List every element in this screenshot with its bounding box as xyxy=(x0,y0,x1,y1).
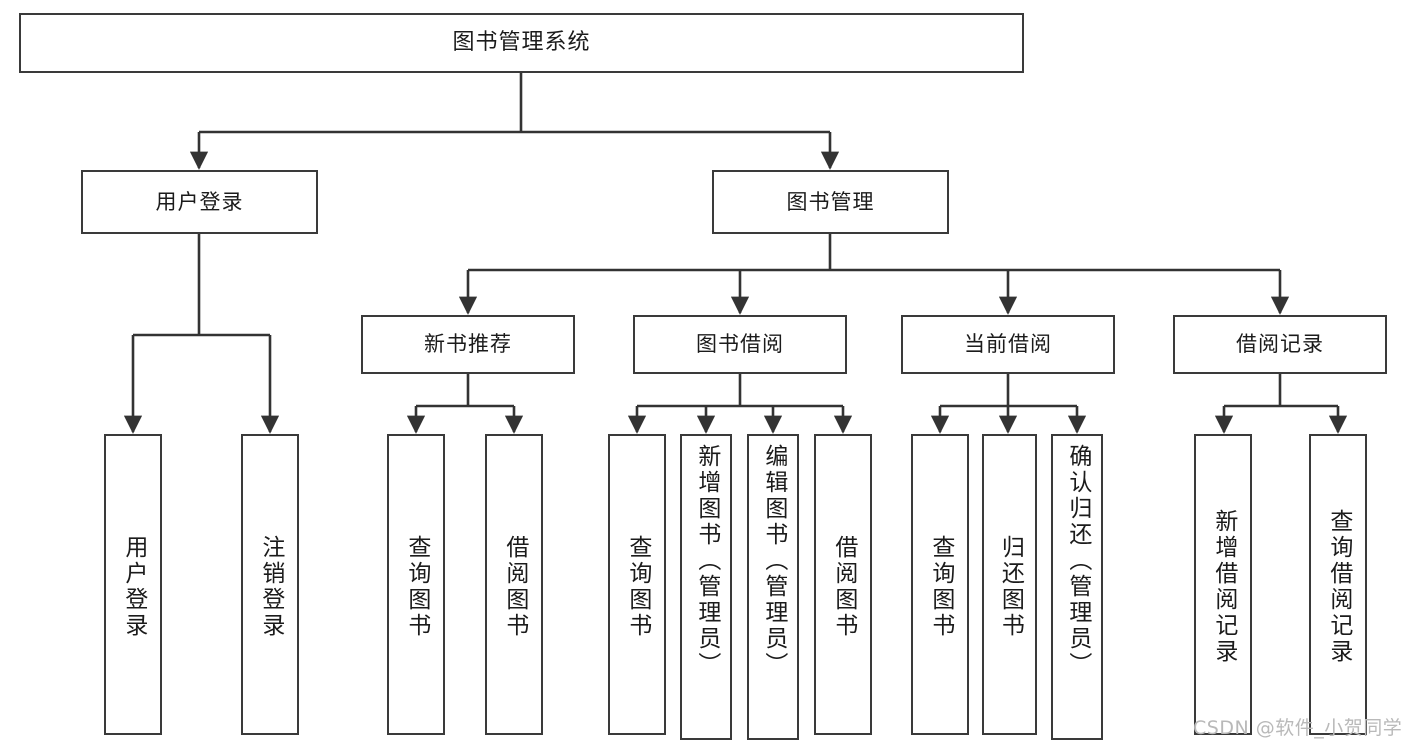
node-label: 图书管理系统 xyxy=(452,30,591,55)
watermark-text: CSDN @软件_小贺同学 xyxy=(1193,717,1403,739)
node-label: 新增借阅记录 xyxy=(1210,508,1237,665)
node-label: 用户登录 xyxy=(120,534,147,639)
node-book-management[interactable]: 图书管理 xyxy=(712,170,949,234)
node-label: 确认归还（管理员） xyxy=(1064,444,1091,678)
node-label: 查询图书 xyxy=(927,534,954,639)
leaf-query-borrow-record[interactable]: 查询借阅记录 xyxy=(1309,434,1367,735)
node-label: 借阅图书 xyxy=(501,534,528,639)
node-label: 新书推荐 xyxy=(424,332,512,356)
node-label: 编辑图书（管理员） xyxy=(760,444,787,678)
leaf-add-book-admin[interactable]: 新增图书（管理员） xyxy=(680,434,732,740)
node-borrow-record[interactable]: 借阅记录 xyxy=(1173,315,1387,374)
node-current-borrow[interactable]: 当前借阅 xyxy=(901,315,1115,374)
node-label: 图书管理 xyxy=(786,189,875,214)
leaf-borrow-book-recommend[interactable]: 借阅图书 xyxy=(485,434,543,735)
leaf-logout[interactable]: 注销登录 xyxy=(241,434,299,735)
leaf-borrow-book[interactable]: 借阅图书 xyxy=(814,434,872,735)
node-label: 查询图书 xyxy=(403,534,430,639)
leaf-query-book-current[interactable]: 查询图书 xyxy=(911,434,969,735)
node-label: 归还图书 xyxy=(997,534,1024,639)
leaf-query-book-borrow[interactable]: 查询图书 xyxy=(608,434,666,735)
leaf-add-borrow-record[interactable]: 新增借阅记录 xyxy=(1194,434,1252,735)
leaf-user-login[interactable]: 用户登录 xyxy=(104,434,162,735)
node-label: 借阅图书 xyxy=(830,534,857,639)
node-label: 借阅记录 xyxy=(1236,332,1324,356)
leaf-confirm-return-admin[interactable]: 确认归还（管理员） xyxy=(1051,434,1103,740)
node-label: 查询借阅记录 xyxy=(1325,508,1352,665)
node-label: 当前借阅 xyxy=(964,332,1052,356)
node-label: 图书借阅 xyxy=(696,332,784,356)
node-new-book-recommend[interactable]: 新书推荐 xyxy=(361,315,575,374)
leaf-query-book-recommend[interactable]: 查询图书 xyxy=(387,434,445,735)
node-user-login[interactable]: 用户登录 xyxy=(81,170,318,234)
node-root-system[interactable]: 图书管理系统 xyxy=(19,13,1024,73)
leaf-return-book[interactable]: 归还图书 xyxy=(982,434,1037,735)
node-book-borrow[interactable]: 图书借阅 xyxy=(633,315,847,374)
node-label: 用户登录 xyxy=(155,189,244,214)
node-label: 注销登录 xyxy=(257,534,284,639)
leaf-edit-book-admin[interactable]: 编辑图书（管理员） xyxy=(747,434,799,740)
node-label: 查询图书 xyxy=(624,534,651,639)
node-label: 新增图书（管理员） xyxy=(693,444,720,678)
